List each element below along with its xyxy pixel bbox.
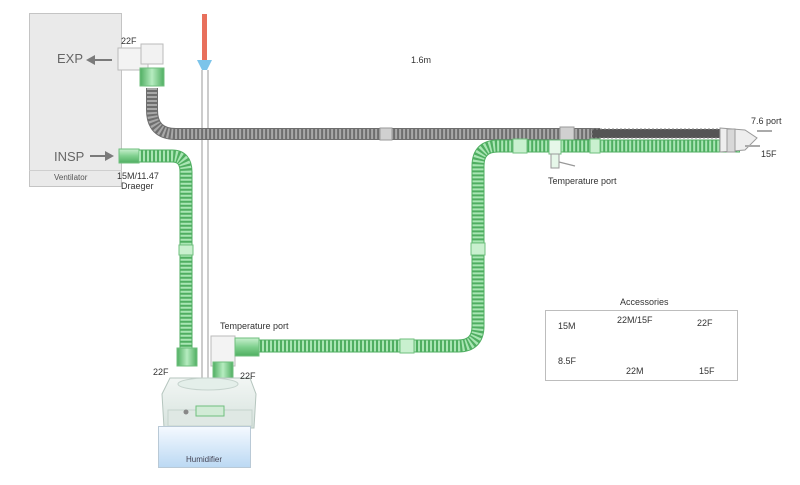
- humidifier-outlet-22f: [210, 335, 260, 379]
- chamber-temperature-port-label: Temperature port: [220, 321, 289, 331]
- exp-arrow-icon: [86, 55, 112, 65]
- heated-inspiratory-limb: [258, 138, 740, 354]
- accessories-title: Accessories: [620, 297, 669, 307]
- accessories-box: [545, 310, 738, 381]
- patient-temperature-port: [548, 139, 576, 169]
- humidifier-label: Humidifier: [186, 455, 223, 464]
- patient-connector-label: 15F: [761, 149, 777, 159]
- accessory-2-bottom-label: 22M: [626, 366, 644, 376]
- insp-connector-label-2: Draeger: [121, 181, 154, 191]
- accessory-1-bottom-label: 8.5F: [558, 356, 577, 366]
- accessory-1-top-label: 15M: [558, 321, 576, 331]
- y-piece: [719, 127, 772, 153]
- temperature-probe-wire: [197, 14, 212, 380]
- ventilator-footer: [29, 170, 122, 187]
- accessory-3-bottom-label: 15F: [699, 366, 715, 376]
- circuit-length-label: 1.6m: [411, 55, 432, 65]
- inspiratory-limb: [118, 148, 194, 348]
- expiratory-limb: [146, 88, 723, 142]
- accessory-2-top-label: 22M/15F: [617, 315, 653, 325]
- insp-connector-label-1: 15M/11.47: [117, 171, 159, 181]
- exp-connector-22f: [117, 43, 165, 87]
- patient-temperature-port-label: Temperature port: [548, 176, 617, 186]
- ventilator-label: Ventilator: [54, 173, 88, 182]
- humidifier-inlet-22f: [176, 347, 198, 367]
- humidifier-left-connector-label: 22F: [153, 367, 169, 377]
- insp-label: INSP: [54, 149, 85, 164]
- port-76-label: 7.6 port: [751, 116, 782, 126]
- insp-arrow-icon: [90, 151, 114, 161]
- humidifier-right-connector-label: 22F: [240, 371, 256, 381]
- exp-label: EXP: [57, 51, 84, 66]
- humidifier-chamber: [161, 377, 257, 429]
- accessory-3-top-label: 22F: [697, 318, 713, 328]
- humidifier-base: [158, 426, 251, 468]
- exp-connector-label: 22F: [121, 36, 137, 46]
